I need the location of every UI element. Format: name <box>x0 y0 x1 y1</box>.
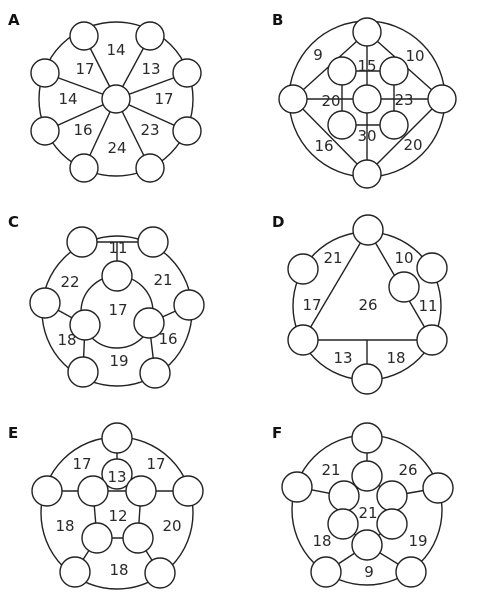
puzzle-e-number: 20 <box>162 517 181 535</box>
puzzle-c-number: 16 <box>158 330 177 348</box>
puzzle-e-number: 12 <box>108 507 127 525</box>
puzzle-a-number: 13 <box>141 60 160 78</box>
puzzle-a-number: 16 <box>73 121 92 139</box>
puzzle-b: B 9 10 15 20 23 16 30 20 <box>272 11 457 189</box>
puzzle-b-number: 16 <box>314 137 333 155</box>
puzzle-f-label: F <box>272 424 282 442</box>
puzzle-e-number: 18 <box>109 561 128 579</box>
puzzle-b-number: 23 <box>394 91 413 109</box>
puzzle-f-number: 9 <box>364 563 374 581</box>
puzzle-d-number: 13 <box>333 349 352 367</box>
puzzle-a-number: 14 <box>58 90 77 108</box>
puzzle-e: E 17 13 17 18 12 20 18 <box>8 422 204 590</box>
puzzle-f: F 21 26 21 18 19 9 <box>272 422 454 588</box>
puzzle-d-number: 21 <box>323 249 342 267</box>
puzzle-b-number: 20 <box>321 92 340 110</box>
puzzle-b-number: 15 <box>357 57 376 75</box>
puzzle-c-number: 11 <box>108 239 127 257</box>
puzzle-e-number: 18 <box>55 517 74 535</box>
puzzle-c-number: 19 <box>109 352 128 370</box>
puzzle-d-number: 26 <box>358 296 377 314</box>
puzzle-d-number: 11 <box>418 297 437 315</box>
puzzle-f-number: 26 <box>398 461 417 479</box>
puzzle-b-label: B <box>272 11 283 29</box>
puzzle-f-number: 21 <box>358 504 377 522</box>
puzzle-e-number: 17 <box>72 455 91 473</box>
puzzle-a-number: 14 <box>106 41 125 59</box>
puzzle-c: C 11 22 21 17 18 16 19 <box>8 213 205 389</box>
puzzle-e-number: 17 <box>146 455 165 473</box>
puzzle-b-number: 9 <box>313 46 323 64</box>
puzzle-d-number: 17 <box>302 296 321 314</box>
puzzle-d-label: D <box>272 213 284 231</box>
puzzle-d-number: 18 <box>386 349 405 367</box>
puzzle-c-number: 22 <box>60 273 79 291</box>
puzzle-f-number: 19 <box>408 532 427 550</box>
puzzle-c-number: 21 <box>153 271 172 289</box>
puzzle-b-number: 10 <box>405 47 424 65</box>
puzzle-a-label: A <box>8 11 20 29</box>
puzzle-e-label: E <box>8 424 18 442</box>
puzzle-c-number: 18 <box>57 331 76 349</box>
puzzle-c-number: 17 <box>108 301 127 319</box>
puzzle-a-number: 23 <box>140 121 159 139</box>
puzzle-f-number: 21 <box>321 461 340 479</box>
puzzle-f-number: 18 <box>312 532 331 550</box>
puzzle-a-number: 17 <box>154 90 173 108</box>
puzzle-a: A 14 13 17 17 14 16 23 24 <box>8 11 202 183</box>
puzzle-b-number: 30 <box>357 127 376 145</box>
puzzle-b-number: 20 <box>403 136 422 154</box>
puzzle-c-label: C <box>8 213 19 231</box>
puzzle-a-number: 24 <box>107 139 126 157</box>
puzzle-e-number: 13 <box>107 468 126 486</box>
puzzle-a-number: 17 <box>75 60 94 78</box>
puzzle-d: D 21 10 17 26 11 13 18 <box>272 213 448 395</box>
puzzle-d-number: 10 <box>394 249 413 267</box>
